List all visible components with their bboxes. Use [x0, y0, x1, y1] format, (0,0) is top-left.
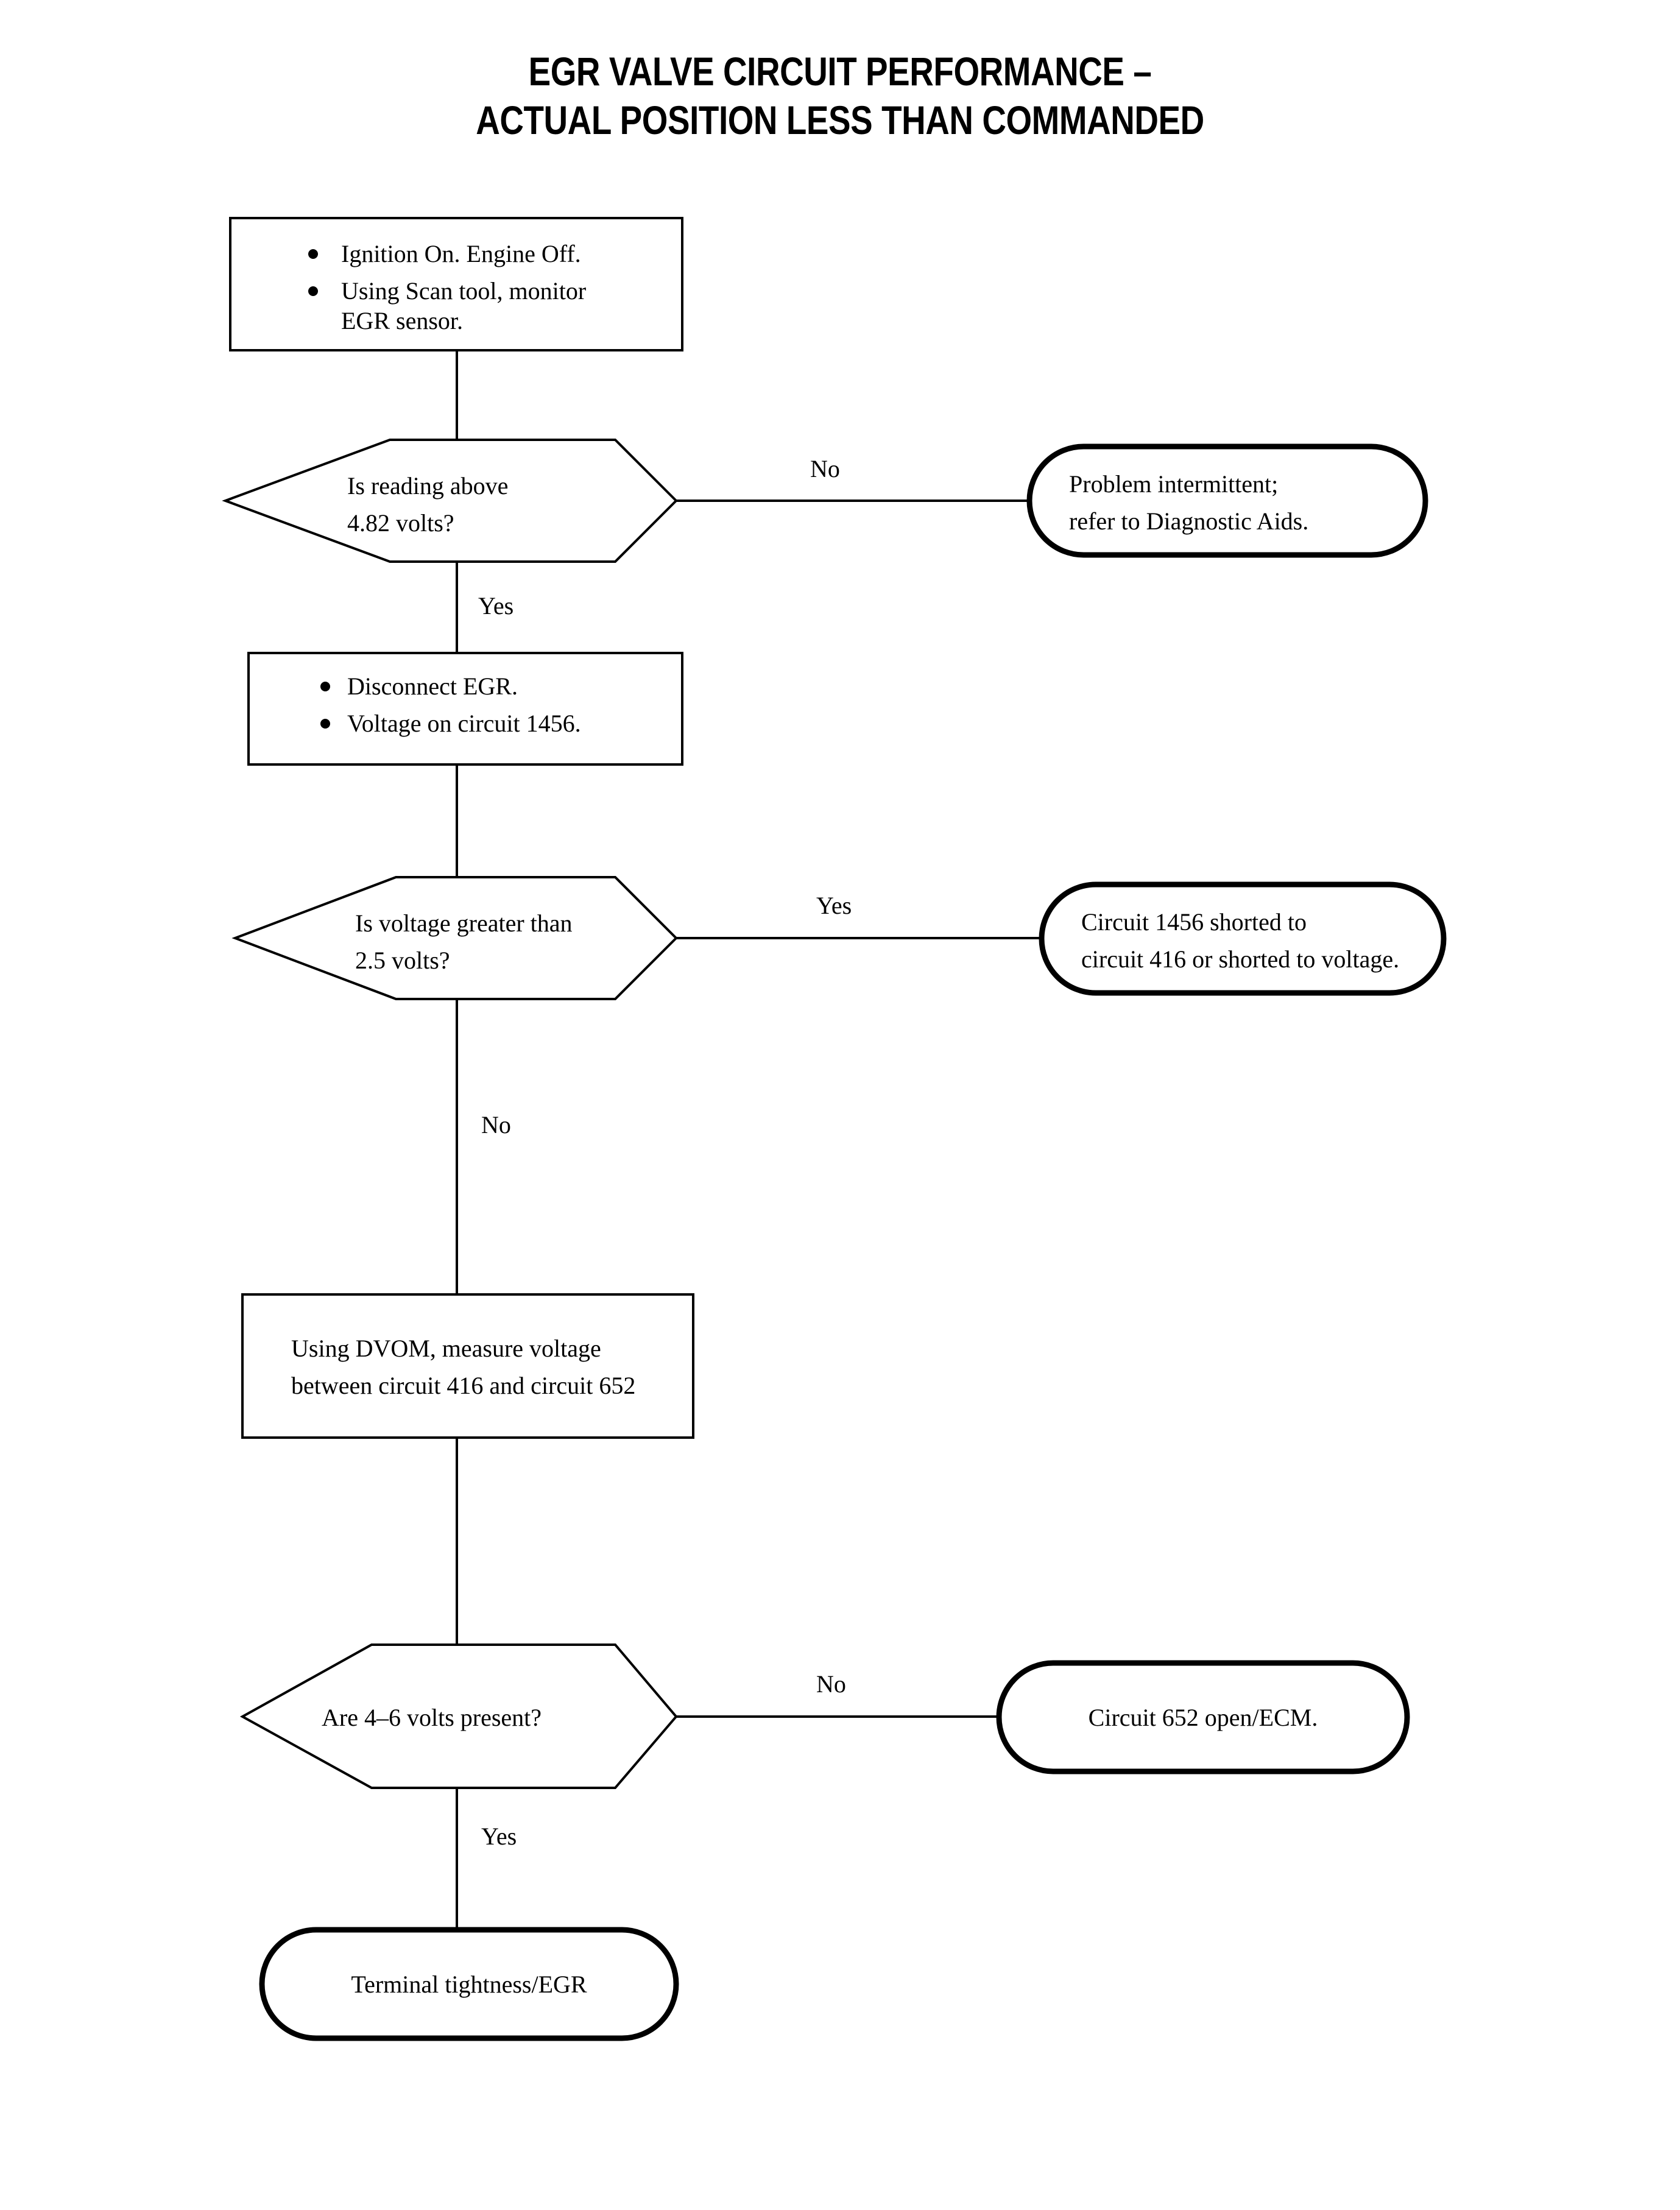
edge-label-yes-2: Yes — [816, 892, 852, 919]
step-1-line-3: EGR sensor. — [341, 307, 463, 334]
terminal-2-shape — [1039, 881, 1447, 996]
step-3-box — [241, 1293, 694, 1439]
decision-1-line-1: Is reading above — [347, 472, 508, 500]
terminal-1-line-2: refer to Diagnostic Aids. — [1069, 507, 1308, 535]
decision-1-hexagon — [222, 439, 678, 563]
step-1-line-1: Ignition On. Engine Off. — [341, 240, 581, 267]
node-terminal-4[interactable]: Terminal tightness/EGR — [259, 1927, 679, 2041]
terminal-3-shape — [996, 1660, 1410, 1774]
step-1-box — [229, 217, 683, 351]
node-step-1[interactable]: Ignition On. Engine Off. Using Scan tool… — [229, 217, 683, 351]
terminal-1-shape — [1026, 443, 1428, 558]
terminal-4-line-1: Terminal tightness/EGR — [351, 1971, 587, 1998]
edge-label-no-2: No — [481, 1111, 511, 1139]
step-1-line-2: Using Scan tool, monitor — [341, 277, 586, 305]
node-terminal-3[interactable]: Circuit 652 open/ECM. — [996, 1660, 1410, 1774]
step-2-line-2: Voltage on circuit 1456. — [347, 710, 581, 737]
terminal-3-line-1: Circuit 652 open/ECM. — [1089, 1704, 1318, 1731]
page-title-line-1: EGR VALVE CIRCUIT PERFORMANCE – — [529, 49, 1152, 94]
edge-label-yes-3: Yes — [481, 1823, 517, 1850]
edge-label-no-1: No — [810, 455, 840, 482]
step-2-box — [247, 652, 683, 766]
step-2-line-1: Disconnect EGR. — [347, 673, 518, 700]
node-terminal-2[interactable]: Circuit 1456 shorted to circuit 416 or s… — [1039, 881, 1447, 996]
bullet-dot-icon — [320, 719, 330, 729]
step-3-line-1: Using DVOM, measure voltage — [291, 1335, 601, 1362]
terminal-2-line-1: Circuit 1456 shorted to — [1081, 908, 1307, 936]
page-title-line-2: ACTUAL POSITION LESS THAN COMMANDED — [476, 97, 1204, 143]
terminal-4-shape — [259, 1927, 679, 2041]
node-decision-1[interactable]: Is reading above 4.82 volts? — [222, 439, 678, 563]
bullet-dot-icon — [308, 286, 318, 296]
terminal-1-line-1: Problem intermittent; — [1069, 470, 1278, 498]
decision-2-line-1: Is voltage greater than — [355, 909, 573, 937]
decision-1-line-2: 4.82 volts? — [347, 509, 454, 537]
decision-2-line-2: 2.5 volts? — [355, 947, 450, 974]
bullet-dot-icon — [320, 682, 330, 691]
edge-label-yes-1: Yes — [478, 592, 514, 620]
node-step-2[interactable]: Disconnect EGR. Voltage on circuit 1456. — [247, 652, 683, 766]
decision-3-line-1: Are 4–6 volts present? — [322, 1704, 542, 1731]
terminal-2-line-2: circuit 416 or shorted to voltage. — [1081, 945, 1399, 973]
node-decision-2[interactable]: Is voltage greater than 2.5 volts? — [231, 876, 678, 1000]
step-3-line-2: between circuit 416 and circuit 652 — [291, 1372, 635, 1399]
node-decision-3[interactable]: Are 4–6 volts present? — [239, 1643, 678, 1789]
decision-3-hexagon — [239, 1643, 678, 1789]
node-terminal-1[interactable]: Problem intermittent; refer to Diagnosti… — [1026, 443, 1428, 558]
bullet-dot-icon — [308, 249, 318, 259]
decision-2-hexagon — [231, 876, 678, 1000]
node-step-3[interactable]: Using DVOM, measure voltage between circ… — [241, 1293, 694, 1439]
edge-label-no-3: No — [816, 1670, 846, 1698]
